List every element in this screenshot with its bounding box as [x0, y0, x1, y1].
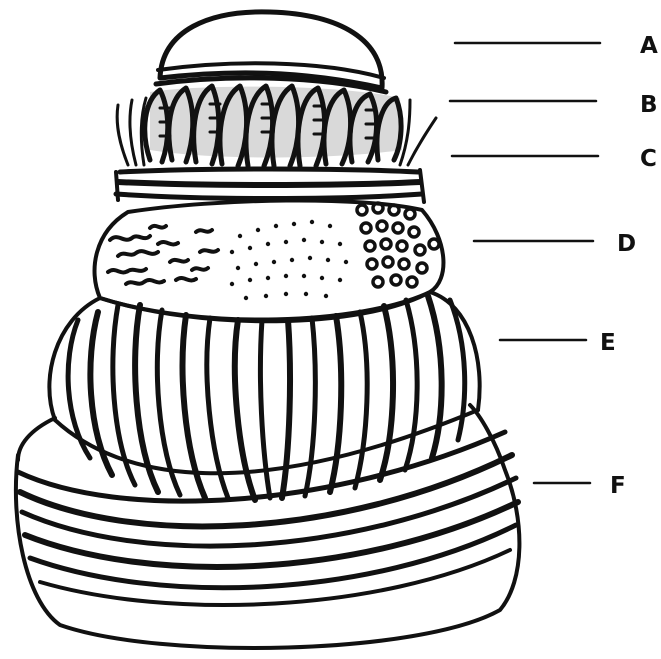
leader-lines: [450, 43, 600, 483]
label-e: E: [600, 330, 616, 356]
part-labels: A B C D E F: [600, 33, 658, 499]
part-f-banded-base: [16, 405, 520, 648]
label-f: F: [610, 473, 626, 499]
part-a-top-dome: [156, 12, 386, 92]
d-dots: [230, 220, 348, 300]
label-b: B: [640, 92, 658, 118]
label-a: A: [640, 33, 658, 59]
label-c: C: [640, 146, 657, 172]
label-d: D: [617, 231, 636, 257]
part-e-ribbed-section: [49, 292, 479, 500]
part-b-loop-fringe: [145, 86, 402, 166]
part-d-textured-band: [95, 200, 444, 319]
